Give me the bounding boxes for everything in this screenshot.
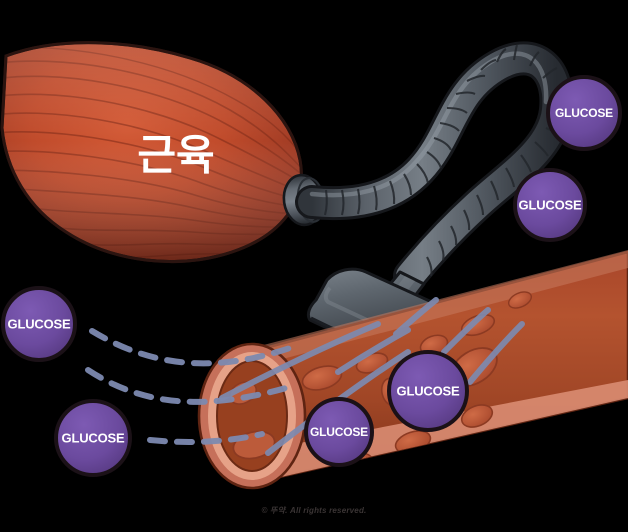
red-blood-cell — [507, 291, 533, 309]
glucose-molecule[interactable]: GLUCOSE — [54, 399, 132, 477]
red-blood-cell — [460, 404, 494, 428]
muscle-label: 근육 — [137, 131, 214, 180]
glucose-text: GLUCOSE — [397, 384, 460, 399]
glucose-circle — [304, 397, 374, 467]
glucose-molecules: GLUCOSE GLUCOSE GLUCOSE GLUCOSE GLUCOSE — [1, 75, 622, 477]
glucose-molecule[interactable]: GLUCOSE — [304, 397, 374, 467]
glucose-text: GLUCOSE — [310, 425, 368, 439]
glucose-circle — [387, 350, 469, 432]
glucose-circle — [54, 399, 132, 477]
glucose-text: GLUCOSE — [519, 198, 582, 213]
hose-body — [298, 44, 571, 290]
glucose-molecule[interactable]: GLUCOSE — [513, 168, 587, 242]
glucose-circle — [1, 286, 77, 362]
glucose-circle — [546, 75, 622, 151]
glucose-text: GLUCOSE — [555, 106, 613, 120]
glucose-molecule[interactable]: GLUCOSE — [387, 350, 469, 432]
suction-flow-trails — [85, 328, 293, 445]
glucose-circle — [513, 168, 587, 242]
glucose-text: GLUCOSE — [8, 317, 71, 332]
muscle-group: 근육 — [0, 41, 303, 264]
suction-trail-middle — [85, 367, 289, 405]
glucose-molecule[interactable]: GLUCOSE — [546, 75, 622, 151]
suction-trail-top — [89, 328, 293, 367]
muscle-shading — [2, 42, 302, 262]
copyright-notice: © 뚜약. All rights reserved. — [261, 506, 367, 515]
muscle-outline — [0, 41, 303, 264]
glucose-molecule[interactable]: GLUCOSE — [1, 286, 77, 362]
glucose-text: GLUCOSE — [62, 431, 125, 446]
vacuum-hose-group — [282, 41, 574, 357]
suction-trail-bottom — [147, 431, 265, 445]
